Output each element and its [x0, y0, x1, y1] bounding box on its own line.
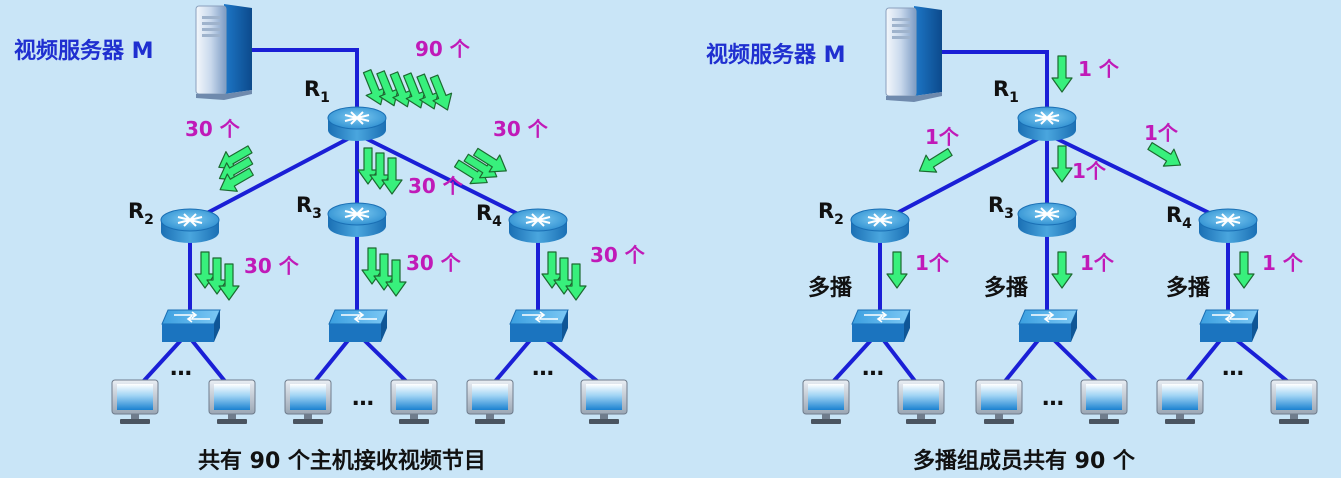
right-links [828, 50, 1294, 387]
flow-arrows-r4-switch [541, 251, 587, 301]
router-label-r1: R1 [993, 77, 1019, 106]
right-diagram: 视频服务器 M 1 个 R1 1个 1个 1个 R2 R3 R4 多播 多播 多… [706, 5, 1318, 474]
video-server-icon [195, 3, 253, 101]
count-r2-switch: 1个 [915, 251, 950, 275]
multicast-label: 多播 [1166, 275, 1211, 301]
count-r2-switch: 30 个 [244, 254, 300, 278]
host-computer-icon [1080, 379, 1128, 425]
router-r4-icon [1198, 208, 1258, 244]
flow-arrow-r3-switch [1051, 251, 1073, 289]
router-label-r2: R2 [818, 199, 844, 228]
hosts-ellipsis: … [532, 356, 554, 381]
host-computer-icon [390, 379, 438, 425]
router-label-r3: R3 [296, 193, 322, 222]
count-r1-r2: 30 个 [185, 117, 241, 141]
router-r2-icon [160, 208, 220, 244]
count-r3-switch: 1个 [1080, 251, 1115, 275]
switch-icon [161, 309, 221, 343]
left-caption: 共有 90 个主机接收视频节目 [198, 448, 486, 474]
server-label: 视频服务器 M [14, 38, 154, 64]
flow-arrow-r1-r3 [1051, 145, 1073, 183]
host-computer-icon [580, 379, 628, 425]
video-server-icon [885, 5, 943, 103]
switch-icon [1199, 309, 1259, 343]
router-label-r4: R4 [476, 201, 502, 230]
hosts-ellipsis: … [1042, 386, 1064, 411]
switch-icon [509, 309, 569, 343]
left-links [138, 48, 604, 387]
host-computer-icon [1156, 379, 1204, 425]
host-computer-icon [802, 379, 850, 425]
count-r1-r3: 30 个 [408, 174, 464, 198]
router-r2-icon [850, 208, 910, 244]
flow-arrows-r2-switch [194, 251, 240, 301]
host-computer-icon [897, 379, 945, 425]
left-diagram: 视频服务器 M 90 个 R1 30 个 30 个 30 个 R2 R3 R4 … [14, 3, 646, 474]
count-r1-r2: 1个 [925, 125, 960, 149]
server-label: 视频服务器 M [706, 42, 846, 68]
hosts-ellipsis: … [862, 356, 884, 381]
right-caption: 多播组成员共有 90 个 [913, 448, 1136, 474]
count-server-r1: 90 个 [415, 37, 471, 61]
count-r4-switch: 30 个 [590, 243, 646, 267]
host-computer-icon [111, 379, 159, 425]
router-r3-icon [327, 202, 387, 238]
count-r3-switch: 30 个 [406, 251, 462, 275]
host-computer-icon [975, 379, 1023, 425]
flow-arrow-r4-switch [1233, 251, 1255, 289]
count-r1-r3: 1个 [1072, 159, 1107, 183]
router-label-r1: R1 [304, 77, 330, 106]
router-label-r4: R4 [1166, 203, 1192, 232]
hosts-ellipsis: … [352, 386, 374, 411]
switch-icon [851, 309, 911, 343]
count-r1-r4: 30 个 [493, 117, 549, 141]
flow-arrow-r2-switch [886, 251, 908, 289]
count-r1-r4: 1个 [1144, 121, 1179, 145]
multicast-label: 多播 [984, 275, 1029, 301]
router-r3-icon [1017, 202, 1077, 238]
switch-icon [328, 309, 388, 343]
hosts-ellipsis: … [1222, 356, 1244, 381]
flow-arrows-r1-r2 [213, 140, 257, 199]
router-r4-icon [508, 208, 568, 244]
count-server-r1: 1 个 [1078, 57, 1120, 81]
host-computer-icon [466, 379, 514, 425]
flow-arrows-r3-switch [361, 247, 407, 297]
hosts-ellipsis: … [170, 356, 192, 381]
router-label-r2: R2 [128, 199, 154, 228]
host-computer-icon [284, 379, 332, 425]
multicast-label: 多播 [808, 275, 853, 301]
switch-icon [1018, 309, 1078, 343]
router-r1-icon [1017, 106, 1077, 142]
count-r4-switch: 1 个 [1262, 251, 1304, 275]
router-label-r3: R3 [988, 193, 1014, 222]
host-computer-icon [208, 379, 256, 425]
router-r1-icon [327, 106, 387, 142]
host-computer-icon [1270, 379, 1318, 425]
flow-arrow-server-r1 [1051, 55, 1073, 93]
